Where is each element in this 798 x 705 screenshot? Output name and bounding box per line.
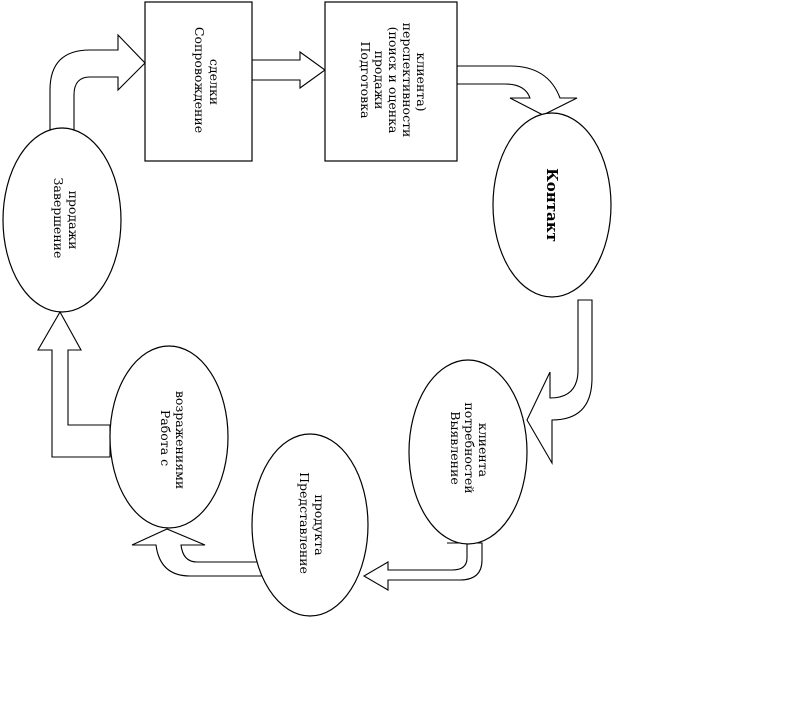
node-prep — [324, 1, 458, 162]
arrow-needs-to-present — [362, 542, 483, 591]
label-needs: Выявление потребностей клиента — [448, 402, 491, 497]
arrow-objections-to-close — [37, 310, 111, 458]
label-contact: Контакт — [543, 168, 561, 242]
node-objections — [109, 345, 229, 529]
node-needs — [408, 359, 528, 545]
arrow-present-to-objections — [131, 528, 263, 577]
node-close — [2, 127, 122, 313]
label-prep: Подготовка продажи (поиск и оценка персп… — [358, 23, 429, 142]
arrow-support-to-prep — [251, 50, 326, 90]
arrow-contact-to-needs — [526, 299, 593, 466]
label-objections: Работа с возражениями — [158, 391, 188, 489]
node-support — [144, 1, 253, 162]
node-present — [251, 433, 369, 617]
arrow-prep-to-contact — [456, 65, 578, 116]
label-close: Завершение продажи — [51, 178, 81, 263]
node-contact — [492, 112, 612, 298]
label-present: Представление продукта — [297, 472, 327, 578]
label-support: Сопровождение сделки — [192, 27, 222, 137]
arrow-close-to-support — [49, 33, 146, 131]
